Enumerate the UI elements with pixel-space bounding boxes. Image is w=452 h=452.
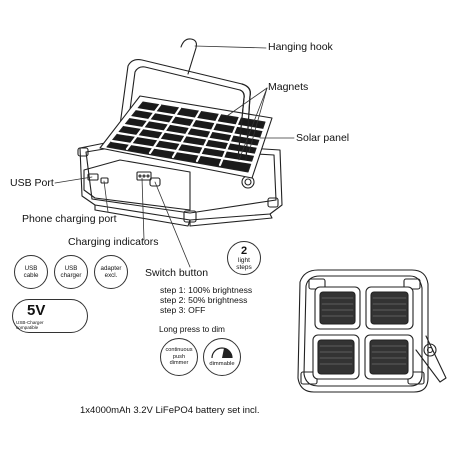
- usb-cable-line2: cable: [23, 272, 39, 279]
- dimmer-line2: push: [172, 353, 186, 360]
- light-steps-badge: 2 light steps: [227, 241, 261, 275]
- adapter-badge: adapter excl.: [94, 255, 128, 289]
- dimmer-line3: dimmer: [169, 360, 189, 367]
- adapter-line1: adapter: [100, 265, 122, 272]
- light-steps-number: 2: [240, 244, 248, 257]
- device-side-face: [83, 159, 191, 211]
- usb-port-slot: [87, 173, 99, 181]
- label-switch-button: Switch button: [145, 267, 209, 279]
- indicator-slot: [136, 171, 152, 181]
- dimmable-label: dimmable: [209, 361, 235, 367]
- led-panels: [312, 286, 414, 380]
- five-volt-badge: 5V USB-Charger compatible: [12, 299, 88, 333]
- callout-lines: [54, 45, 295, 268]
- continuous-dimmer-badge: continuous push dimmer: [160, 338, 198, 376]
- light-steps-line2: steps: [236, 263, 252, 271]
- dimmer-line1: continuous: [165, 347, 193, 354]
- solar-cells: [110, 103, 265, 167]
- handle-front: [237, 83, 251, 161]
- usb-charger-badge: USB charger: [54, 255, 88, 289]
- label-solar-panel: Solar panel: [296, 132, 350, 144]
- usb-cable-line1: USB: [24, 265, 38, 272]
- step-1: step 1: 100% brightness: [160, 285, 253, 295]
- led-dots: [319, 297, 407, 365]
- usb-charger-line2: charger: [60, 272, 82, 279]
- step-3: step 3: OFF: [160, 305, 206, 315]
- five-volt-caption-1: USB-Charger: [16, 320, 44, 325]
- label-charging-indicators: Charging indicators: [68, 236, 159, 248]
- usb-charger-line1: USB: [64, 265, 78, 272]
- five-volt-caption: USB-Charger compatible: [16, 320, 44, 330]
- five-volt-text: 5V: [27, 302, 46, 319]
- dimmable-badge: dimmable: [203, 338, 241, 376]
- usb-cable-badge: USB cable: [14, 255, 48, 289]
- dimmable-icon: [211, 347, 233, 359]
- long-press-text: Long press to dim: [159, 324, 225, 334]
- label-magnets: Magnets: [268, 81, 309, 93]
- adapter-line2: excl.: [104, 272, 118, 279]
- label-usb-port: USB Port: [10, 177, 54, 189]
- label-phone-charging-port: Phone charging port: [22, 213, 117, 225]
- battery-footer: 1x4000mAh 3.2V LiFePO4 battery set incl.: [80, 405, 260, 416]
- light-steps-line1: light: [238, 256, 250, 264]
- step-2: step 2: 50% brightness: [160, 295, 248, 305]
- label-hanging-hook: Hanging hook: [268, 41, 333, 53]
- brightness-steps: step 1: 100% brightness step 2: 50% brig…: [160, 285, 252, 315]
- five-volt-caption-2: compatible: [16, 325, 39, 330]
